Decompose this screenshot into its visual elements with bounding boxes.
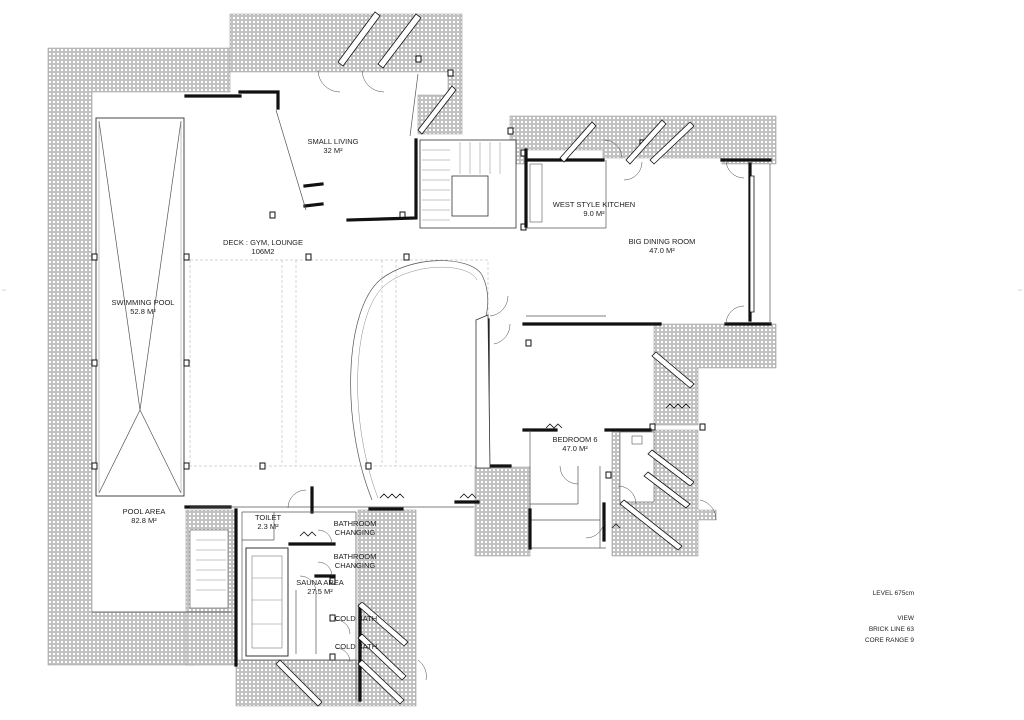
drawing-legend: LEVEL 675cm VIEW BRICK LINE 63 CORE RANG… xyxy=(865,590,915,644)
west-kitchen-area: 9.0 M² xyxy=(583,209,605,218)
trim-marks xyxy=(299,403,691,537)
columns xyxy=(91,55,706,661)
legend-brick-line: BRICK LINE 63 xyxy=(869,626,915,633)
toilet-name: TOILET xyxy=(255,513,282,522)
bath-changing-2-line2: CHANGING xyxy=(335,561,376,570)
pool-area-name: POOL AREA xyxy=(123,507,166,516)
sauna-name: SAUNA AREA xyxy=(296,578,344,587)
small-living-name: SMALL LIVING xyxy=(308,137,359,146)
pool-area-area: 82.8 M² xyxy=(131,516,157,525)
cold-bath-2-name: COLD BATH xyxy=(335,642,377,651)
legend-view: VIEW xyxy=(897,615,914,622)
cold-bath-1-name: COLD BATH xyxy=(335,614,377,623)
big-dining-name: BIG DINING ROOM xyxy=(629,237,696,246)
bedroom6-name: BEDROOM 6 xyxy=(552,435,597,444)
west-kitchen-name: WEST STYLE KITCHEN xyxy=(553,200,635,209)
deck-area: 106M2 xyxy=(252,247,275,256)
bedroom6-area: 47.0 M² xyxy=(562,444,588,453)
bath-changing-1-line2: CHANGING xyxy=(335,528,376,537)
swimming-pool-name: SWIMMING POOL xyxy=(112,298,175,307)
swimming-pool-area: 52.8 M² xyxy=(130,307,156,316)
sauna-area: 27.5 M² xyxy=(307,587,333,596)
legend-core-range: CORE RANGE 9 xyxy=(865,637,915,644)
deck-name: DECK : GYM, LOUNGE xyxy=(223,238,303,247)
door-swings xyxy=(287,69,745,681)
legend-level: LEVEL 675cm xyxy=(873,590,914,597)
swimming-pool xyxy=(95,117,185,497)
bath-changing-1-line1: BATHROOM xyxy=(334,519,377,528)
deck-grid xyxy=(189,259,489,501)
terrace-beams xyxy=(275,11,755,707)
toilet-area: 2.3 M² xyxy=(257,522,279,531)
big-dining-area: 47.0 M² xyxy=(649,246,675,255)
room-labels: SMALL LIVING 32 M² WEST STYLE KITCHEN 9.… xyxy=(112,137,696,651)
small-living-area: 32 M² xyxy=(323,146,343,155)
bath-changing-2-line1: BATHROOM xyxy=(334,552,377,561)
